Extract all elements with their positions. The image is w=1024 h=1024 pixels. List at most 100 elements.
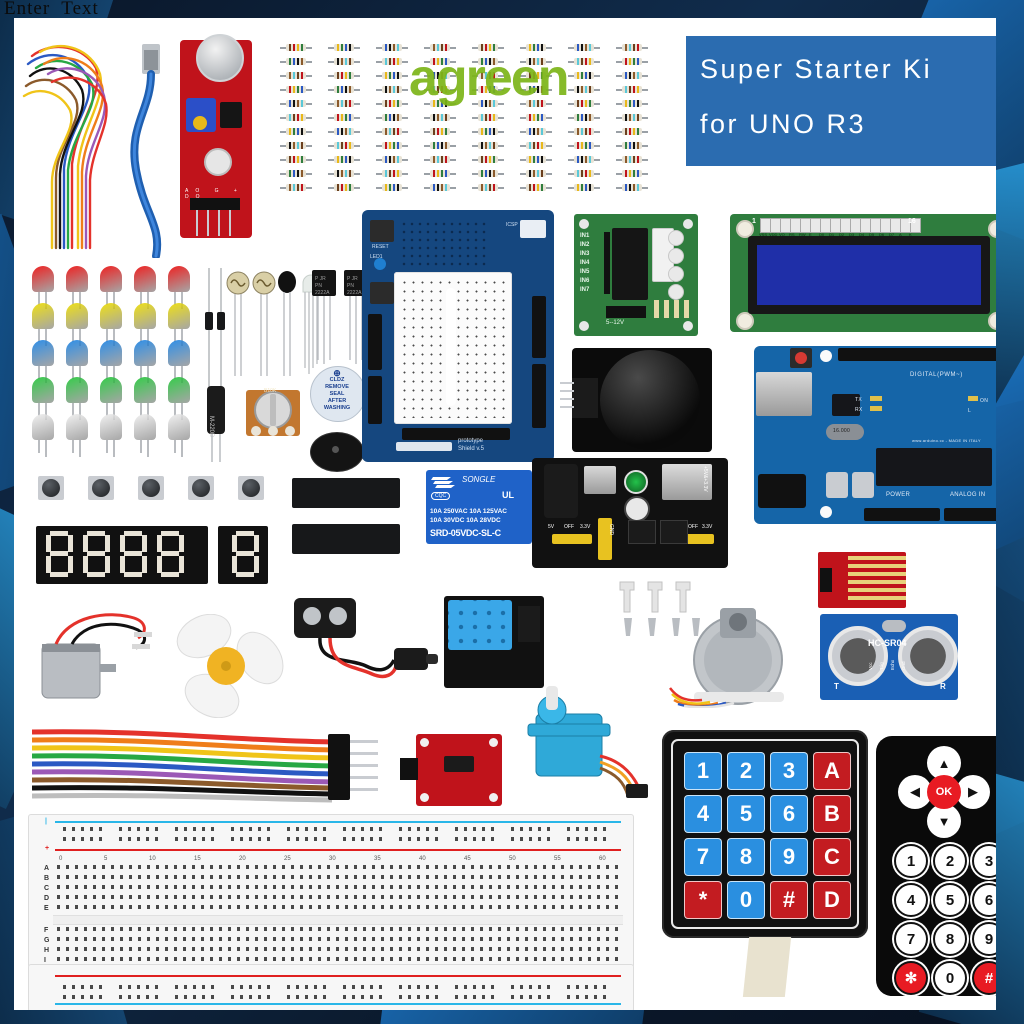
tactile-pushbutton[interactable] <box>88 476 114 500</box>
breadboard-hole <box>552 865 555 869</box>
remote-button-2[interactable]: 2 <box>933 844 967 878</box>
breadboard-hole <box>318 927 321 931</box>
remote-button-7[interactable]: 7 <box>894 922 928 956</box>
breadboard-column-number: 15 <box>194 856 201 862</box>
dpad-left-button[interactable]: ◀ <box>898 775 932 809</box>
dpad[interactable]: ▲ ◀ ▶ ▼ OK <box>898 746 990 838</box>
hc-sr04-pin-gnd: Gnd <box>901 661 906 670</box>
keypad-key-star[interactable]: * <box>684 881 722 919</box>
dpad-right-button[interactable]: ▶ <box>956 775 990 809</box>
breadboard-hole <box>129 885 132 889</box>
dpad-down-button[interactable]: ▼ <box>927 804 961 838</box>
breadboard-hole <box>93 865 96 869</box>
remote-button-6[interactable]: 6 <box>972 883 996 917</box>
dht11-pin-header <box>518 606 540 642</box>
remote-button-9[interactable]: 9 <box>972 922 996 956</box>
breadboard-hole <box>192 947 195 951</box>
usb-b-connector[interactable] <box>584 466 616 494</box>
keypad-key-D[interactable]: D <box>813 881 851 919</box>
breadboard-hole <box>511 985 514 989</box>
remote-button-4[interactable]: 4 <box>894 883 928 917</box>
keypad-key-B[interactable]: B <box>813 795 851 833</box>
breadboard-hole <box>192 875 195 879</box>
resistor <box>376 44 408 51</box>
resistor <box>472 170 504 177</box>
breadboard-hole <box>594 837 597 841</box>
breadboard-hole <box>579 905 582 909</box>
breadboard-hole <box>120 905 123 909</box>
breadboard-hole <box>370 995 373 999</box>
breadboard-hole <box>594 985 597 989</box>
keypad-key-0[interactable]: 0 <box>727 881 765 919</box>
breadboard-hole <box>219 865 222 869</box>
keypad-key-4[interactable]: 4 <box>684 795 722 833</box>
keypad-key-2[interactable]: 2 <box>727 752 765 790</box>
breadboard-hole <box>390 875 393 879</box>
usb-b-connector[interactable] <box>756 372 812 416</box>
resistor <box>616 156 648 163</box>
dc-power-jack[interactable] <box>758 474 806 508</box>
breadboard-hole <box>372 905 375 909</box>
remote-button-3[interactable]: 3 <box>972 844 996 878</box>
jumper-right[interactable] <box>674 534 714 544</box>
tactile-pushbutton[interactable] <box>238 476 264 500</box>
remote-button-star[interactable]: ✻ <box>894 961 928 995</box>
led-red <box>100 266 122 309</box>
keypad-key-8[interactable]: 8 <box>727 838 765 876</box>
breadboard-hole <box>552 885 555 889</box>
breadboard-row-label-b: B <box>44 875 50 882</box>
breadboard-hole <box>379 985 382 989</box>
keypad-key-7[interactable]: 7 <box>684 838 722 876</box>
keypad-key-hash[interactable]: # <box>770 881 808 919</box>
breadboard-hole <box>147 865 150 869</box>
remote-button-1[interactable]: 1 <box>894 844 928 878</box>
ok-button[interactable]: OK <box>927 775 961 809</box>
usb-a-connector[interactable] <box>662 464 712 500</box>
remote-button-5[interactable]: 5 <box>933 883 967 917</box>
breadboard-hole <box>219 947 222 951</box>
breadboard-hole <box>193 995 196 999</box>
remote-button-hash[interactable]: # <box>972 961 996 995</box>
breadboard-hole <box>547 837 550 841</box>
remote-button-8[interactable]: 8 <box>933 922 967 956</box>
breadboard-hole <box>516 875 519 879</box>
lcd-pin16-label: 16 <box>908 218 916 225</box>
keypad-key-6[interactable]: 6 <box>770 795 808 833</box>
keypad-key-3[interactable]: 3 <box>770 752 808 790</box>
breadboard-hole <box>543 895 546 899</box>
breadboard-hole <box>228 927 231 931</box>
joystick-module[interactable] <box>560 348 712 452</box>
joystick-knob[interactable] <box>600 350 700 450</box>
breadboard-hole <box>231 837 234 841</box>
breadboard-hole <box>525 947 528 951</box>
breadboard-hole <box>318 895 321 899</box>
button-s1[interactable] <box>370 282 394 304</box>
power-jumper[interactable] <box>606 306 646 318</box>
songle-relay: SONGLE CQC UL 10A 250VAC 10A 125VAC 10A … <box>426 470 532 544</box>
breadboard-hole <box>99 995 102 999</box>
breadboard-hole <box>128 995 131 999</box>
remote-button-0[interactable]: 0 <box>933 961 967 995</box>
breadboard-hole <box>128 985 131 989</box>
reset-button[interactable] <box>790 348 812 368</box>
breadboard-hole <box>237 865 240 869</box>
resistor <box>424 114 456 121</box>
keypad-key-9[interactable]: 9 <box>770 838 808 876</box>
breadboard-hole <box>525 905 528 909</box>
tactile-pushbutton[interactable] <box>188 476 214 500</box>
tactile-pushbutton[interactable] <box>38 476 64 500</box>
breadboard-hole <box>201 895 204 899</box>
dc-barrel-jack[interactable] <box>544 464 578 518</box>
keypad-key-A[interactable]: A <box>813 752 851 790</box>
jumper-left[interactable] <box>552 534 592 544</box>
keypad-key-5[interactable]: 5 <box>727 795 765 833</box>
reset-button[interactable] <box>370 220 394 242</box>
keypad-key-C[interactable]: C <box>813 838 851 876</box>
breadboard-hole <box>174 905 177 909</box>
tactile-pushbutton[interactable] <box>138 476 164 500</box>
breadboard-hole <box>336 905 339 909</box>
dpad-up-button[interactable]: ▲ <box>927 746 961 780</box>
keypad-key-1[interactable]: 1 <box>684 752 722 790</box>
